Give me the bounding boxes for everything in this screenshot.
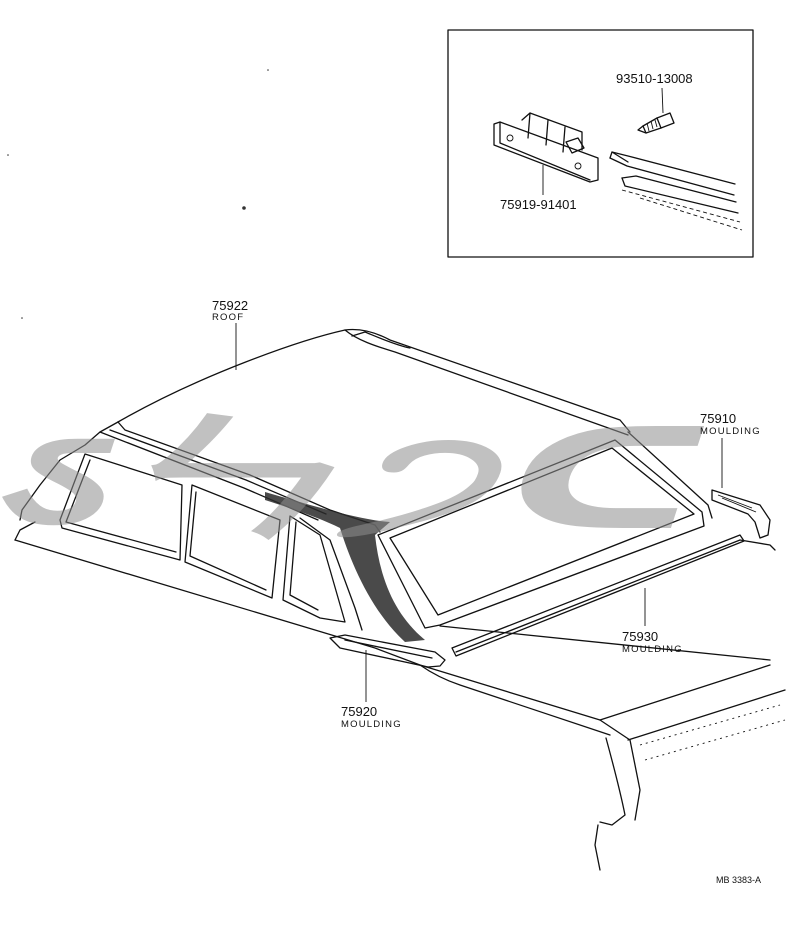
inset-detail: 93510-13008 75919-91401: [447, 29, 754, 258]
inset-frame: [447, 29, 754, 258]
car-body-drawing: [14, 328, 786, 871]
part-number-roof: 75922: [212, 298, 248, 313]
part-number-screw: 93510-13008: [616, 71, 693, 86]
side-windows: [59, 453, 183, 561]
roof-panel: [117, 328, 631, 433]
part-desc-roof: ROOF: [212, 312, 244, 323]
part-number-back-window-moulding: 75930: [622, 629, 658, 644]
leader-screw: [661, 87, 664, 114]
scan-specks: [7, 69, 269, 319]
part-desc-back-window-moulding: MOULDING: [622, 644, 683, 655]
clip-drawing: [493, 112, 599, 183]
part-number-clip: 75919-91401: [500, 197, 577, 212]
part-number-side-moulding: 75920: [341, 704, 377, 719]
part-desc-rear-side-moulding: MOULDING: [700, 426, 761, 437]
watermark-logo: ऽㄣ੭ᑕ: [0, 398, 731, 561]
c-pillar-shading: [265, 492, 425, 642]
drawing-code: MB 3383-A: [716, 875, 761, 885]
moulding-section-drawing: [609, 151, 743, 231]
side-moulding: [329, 634, 446, 668]
rear-side-moulding: [711, 489, 771, 539]
screw-drawing: [637, 112, 675, 134]
part-desc-side-moulding: MOULDING: [341, 719, 402, 730]
part-number-rear-side-moulding: 75910: [700, 411, 736, 426]
rear-window: [377, 439, 705, 629]
